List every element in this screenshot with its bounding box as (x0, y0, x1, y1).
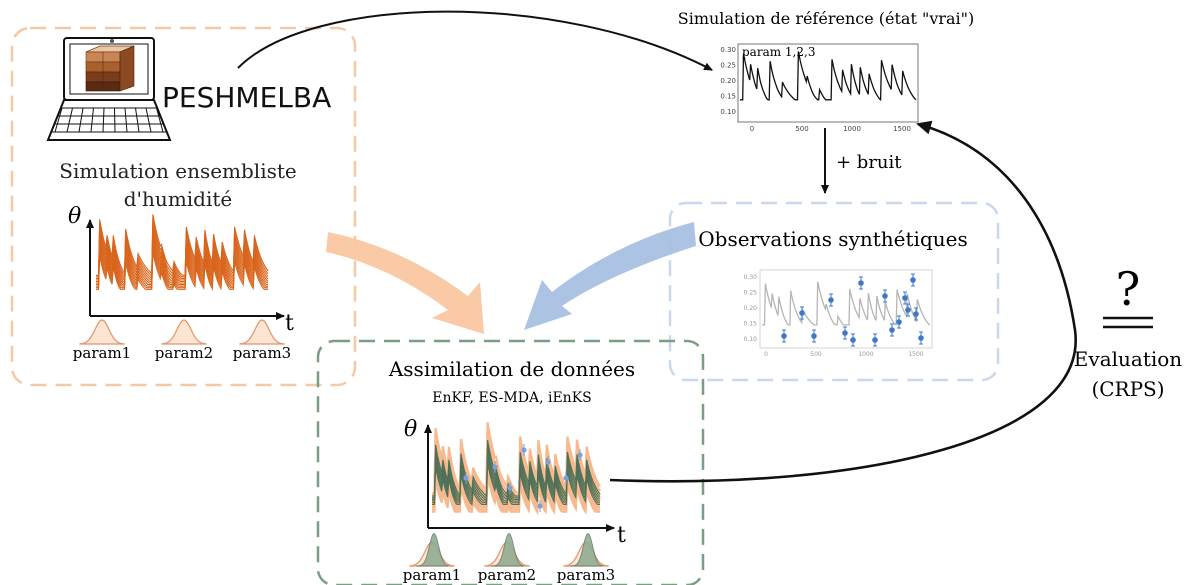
reference-x-tick: 1000 (843, 125, 861, 133)
noise-label: + bruit (836, 152, 902, 173)
assimilation-y-label: θ (404, 417, 417, 442)
observation-point (850, 337, 856, 343)
observation-point (902, 295, 908, 301)
assimilation-title: Assimilation de données (388, 357, 635, 381)
evaluation-metric: (CRPS) (1091, 377, 1164, 401)
soil-column-icon (85, 39, 135, 92)
param-label: param2 (478, 566, 536, 584)
reference-x-tick: 1500 (893, 125, 911, 133)
reference-chart: 0.30 0.25 0.20 0.15 0.10 0 500 1000 1500 param 1… (720, 43, 919, 133)
assimilation-chart: θ t param1 param2 param3 (403, 417, 626, 584)
observation-point (828, 297, 834, 303)
observations-y-tick: 0.10 (744, 336, 758, 343)
observation-point (913, 311, 919, 317)
param-label: param3 (557, 566, 615, 584)
reference-y-tick: 0.25 (720, 62, 736, 70)
assimilation-box (316, 339, 705, 585)
observation-point (918, 335, 924, 341)
observations-x-tick: 1000 (858, 351, 873, 358)
observations-y-tick: 0.20 (744, 305, 758, 312)
observation-point (896, 319, 902, 325)
ensemble-title-line1: Simulation ensembliste (59, 159, 297, 183)
reference-y-tick: 0.30 (720, 46, 736, 54)
ensemble-box (10, 26, 357, 387)
observation-point (889, 327, 895, 333)
ensemble-chart: θ t param1 param2 param3 (68, 204, 294, 362)
arrow-ensemble-to-assimilation (326, 232, 484, 334)
param-label: param1 (73, 344, 131, 362)
param-label: param1 (403, 566, 461, 584)
observation-point (910, 277, 916, 283)
observations-y-tick: 0.15 (744, 321, 758, 328)
observations-y-tick: 0.30 (744, 274, 758, 281)
observation-point (811, 333, 817, 339)
observation-point (872, 337, 878, 343)
ensemble-title-line2: d'humidité (124, 187, 233, 211)
arrow-evaluation (609, 120, 1077, 483)
observation-point (842, 330, 848, 336)
observation-point (781, 333, 787, 339)
arrow-observations-to-assimilation (524, 222, 696, 330)
evaluation-label: Evaluation (1074, 347, 1182, 371)
assimilation-x-label: t (617, 523, 626, 548)
observations-y-tick: 0.25 (744, 290, 758, 297)
ensemble-y-label: θ (68, 204, 81, 229)
reference-y-tick: 0.20 (720, 77, 736, 85)
arrow-model-to-reference (237, 10, 713, 71)
observation-point (905, 307, 911, 313)
ensemble-x-label: t (285, 311, 294, 336)
observation-point (799, 310, 805, 316)
observations-title: Observations synthétiques (698, 227, 967, 251)
param-label: param3 (233, 344, 291, 362)
reference-x-tick: 0 (750, 125, 754, 133)
observation-point (882, 293, 888, 299)
observations-chart: 0.30 0.25 0.20 0.15 0.10 0 500 1000 1500 (744, 269, 933, 358)
param-label: param2 (155, 344, 213, 362)
observations-box (668, 201, 1000, 382)
reference-y-tick: 0.15 (720, 93, 736, 101)
observations-x-tick: 500 (810, 351, 822, 358)
reference-x-tick: 500 (795, 125, 808, 133)
assimilation-methods: EnKF, ES-MDA, iEnKS (432, 390, 592, 406)
observations-x-tick: 1500 (908, 351, 923, 358)
observation-point (858, 280, 864, 286)
reference-legend: param 1,2,3 (742, 45, 815, 59)
reference-y-tick: 0.10 (720, 108, 736, 116)
observations-x-tick: 0 (764, 351, 768, 358)
model-name: PESHMELBA (162, 81, 331, 114)
reference-title: Simulation de référence (état "vrai") (678, 9, 975, 28)
evaluation-symbol: ? (1116, 262, 1141, 316)
